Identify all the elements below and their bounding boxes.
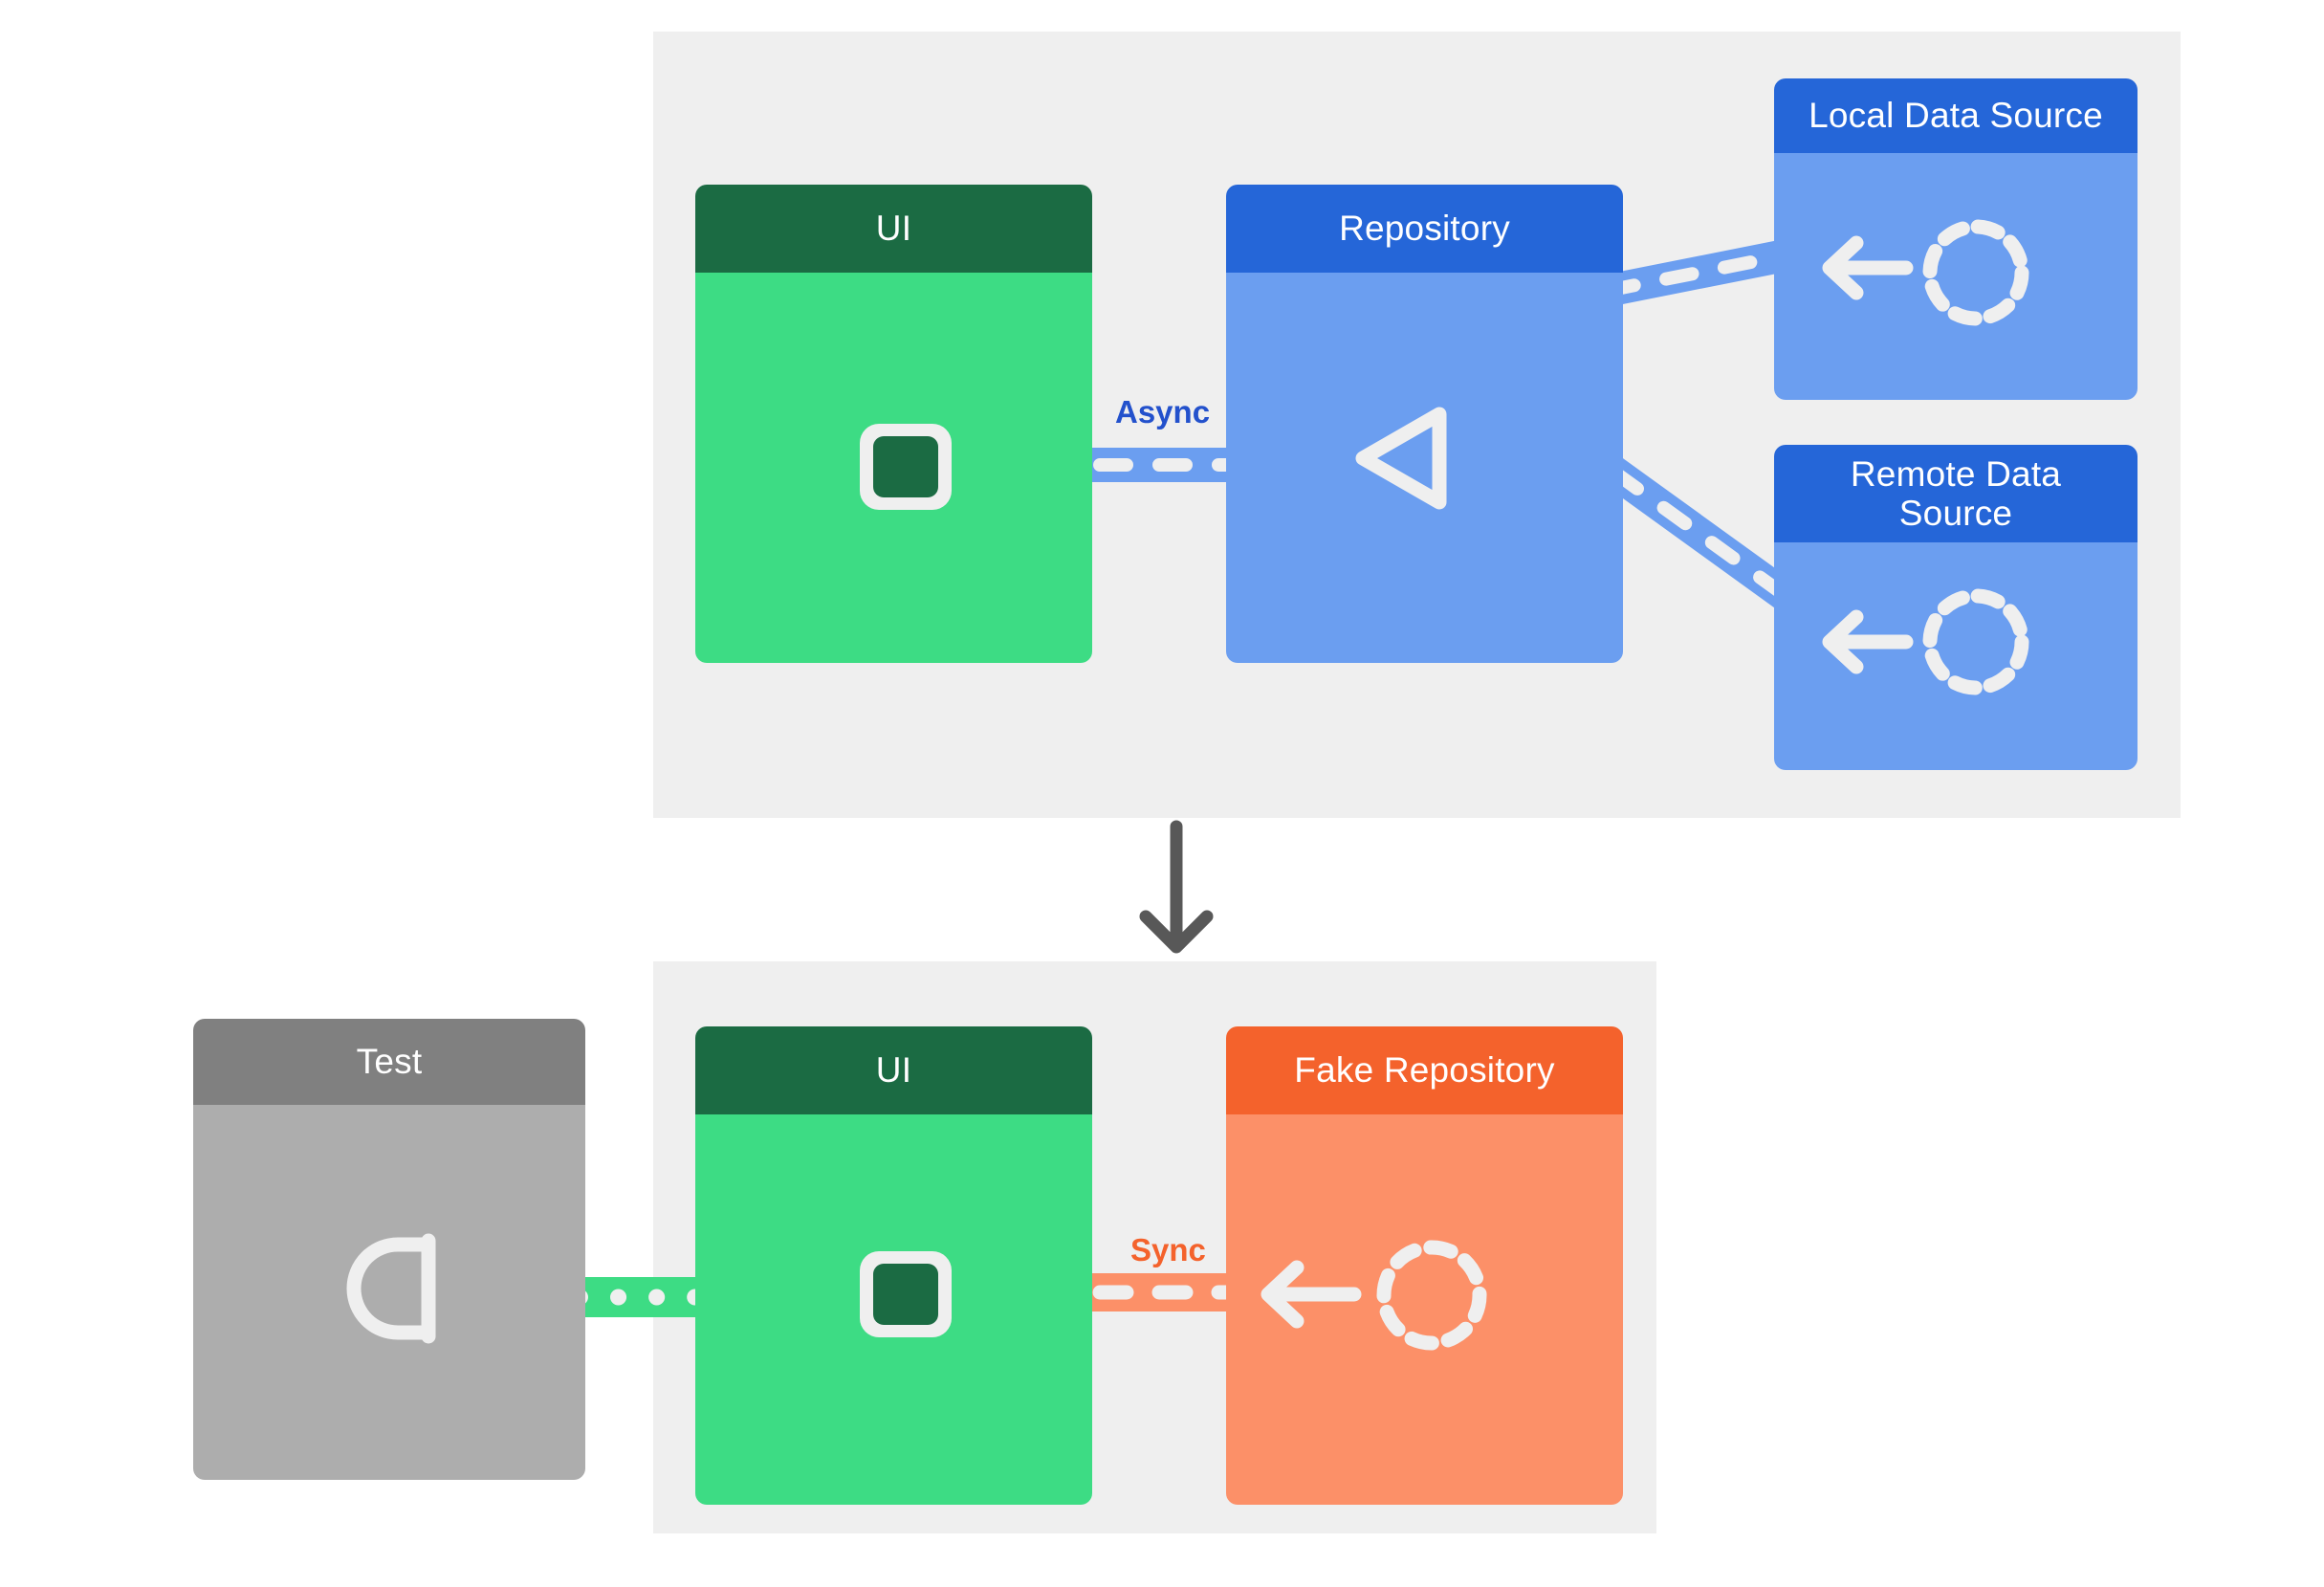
test-card-header: Test — [193, 1019, 585, 1105]
dashed-circle-icon — [1922, 588, 2029, 695]
square-port-icon — [860, 1251, 952, 1337]
arrow-left-icon — [1822, 235, 1914, 300]
local-data-source-title: Local Data Source — [1809, 96, 2103, 136]
ui-card-header: UI — [695, 185, 1092, 273]
test-card[interactable]: Test — [193, 1019, 585, 1480]
sync-label: Sync — [1130, 1232, 1206, 1267]
repository-card-header: Repository — [1226, 185, 1623, 273]
ui-card-header: UI — [695, 1026, 1092, 1114]
square-port-icon — [860, 424, 952, 510]
remote-data-source-title: Remote Data Source — [1850, 453, 2062, 533]
ui-card-title: UI — [875, 209, 912, 249]
local-data-source-card[interactable]: Local Data Source — [1774, 78, 2138, 400]
fake-repository-header: Fake Repository — [1226, 1026, 1623, 1114]
async-label: Async — [1115, 394, 1211, 430]
fake-repository-title: Fake Repository — [1294, 1050, 1555, 1091]
repository-card[interactable]: Repository — [1226, 185, 1623, 663]
test-card-title: Test — [356, 1042, 423, 1082]
triangle-left-icon — [1355, 407, 1447, 510]
socket-d-icon — [346, 1233, 436, 1344]
remote-data-source-card[interactable]: Remote Data Source — [1774, 445, 2138, 770]
repository-card-title: Repository — [1339, 209, 1510, 249]
ui-card[interactable]: UI — [695, 1026, 1092, 1505]
ui-card-title: UI — [875, 1050, 912, 1091]
ui-card[interactable]: UI — [695, 185, 1092, 663]
local-data-source-header: Local Data Source — [1774, 78, 2138, 153]
dashed-circle-icon — [1376, 1240, 1487, 1351]
test-card-body — [193, 1105, 585, 1480]
dashed-circle-icon — [1922, 219, 2029, 326]
repository-card-body — [1226, 273, 1623, 663]
arrow-left-icon — [1822, 609, 1914, 674]
fake-repository-card[interactable]: Fake Repository — [1226, 1026, 1623, 1505]
arrow-left-icon — [1261, 1260, 1362, 1329]
down-arrow-icon — [1139, 820, 1214, 954]
remote-data-source-header: Remote Data Source — [1774, 445, 2138, 542]
